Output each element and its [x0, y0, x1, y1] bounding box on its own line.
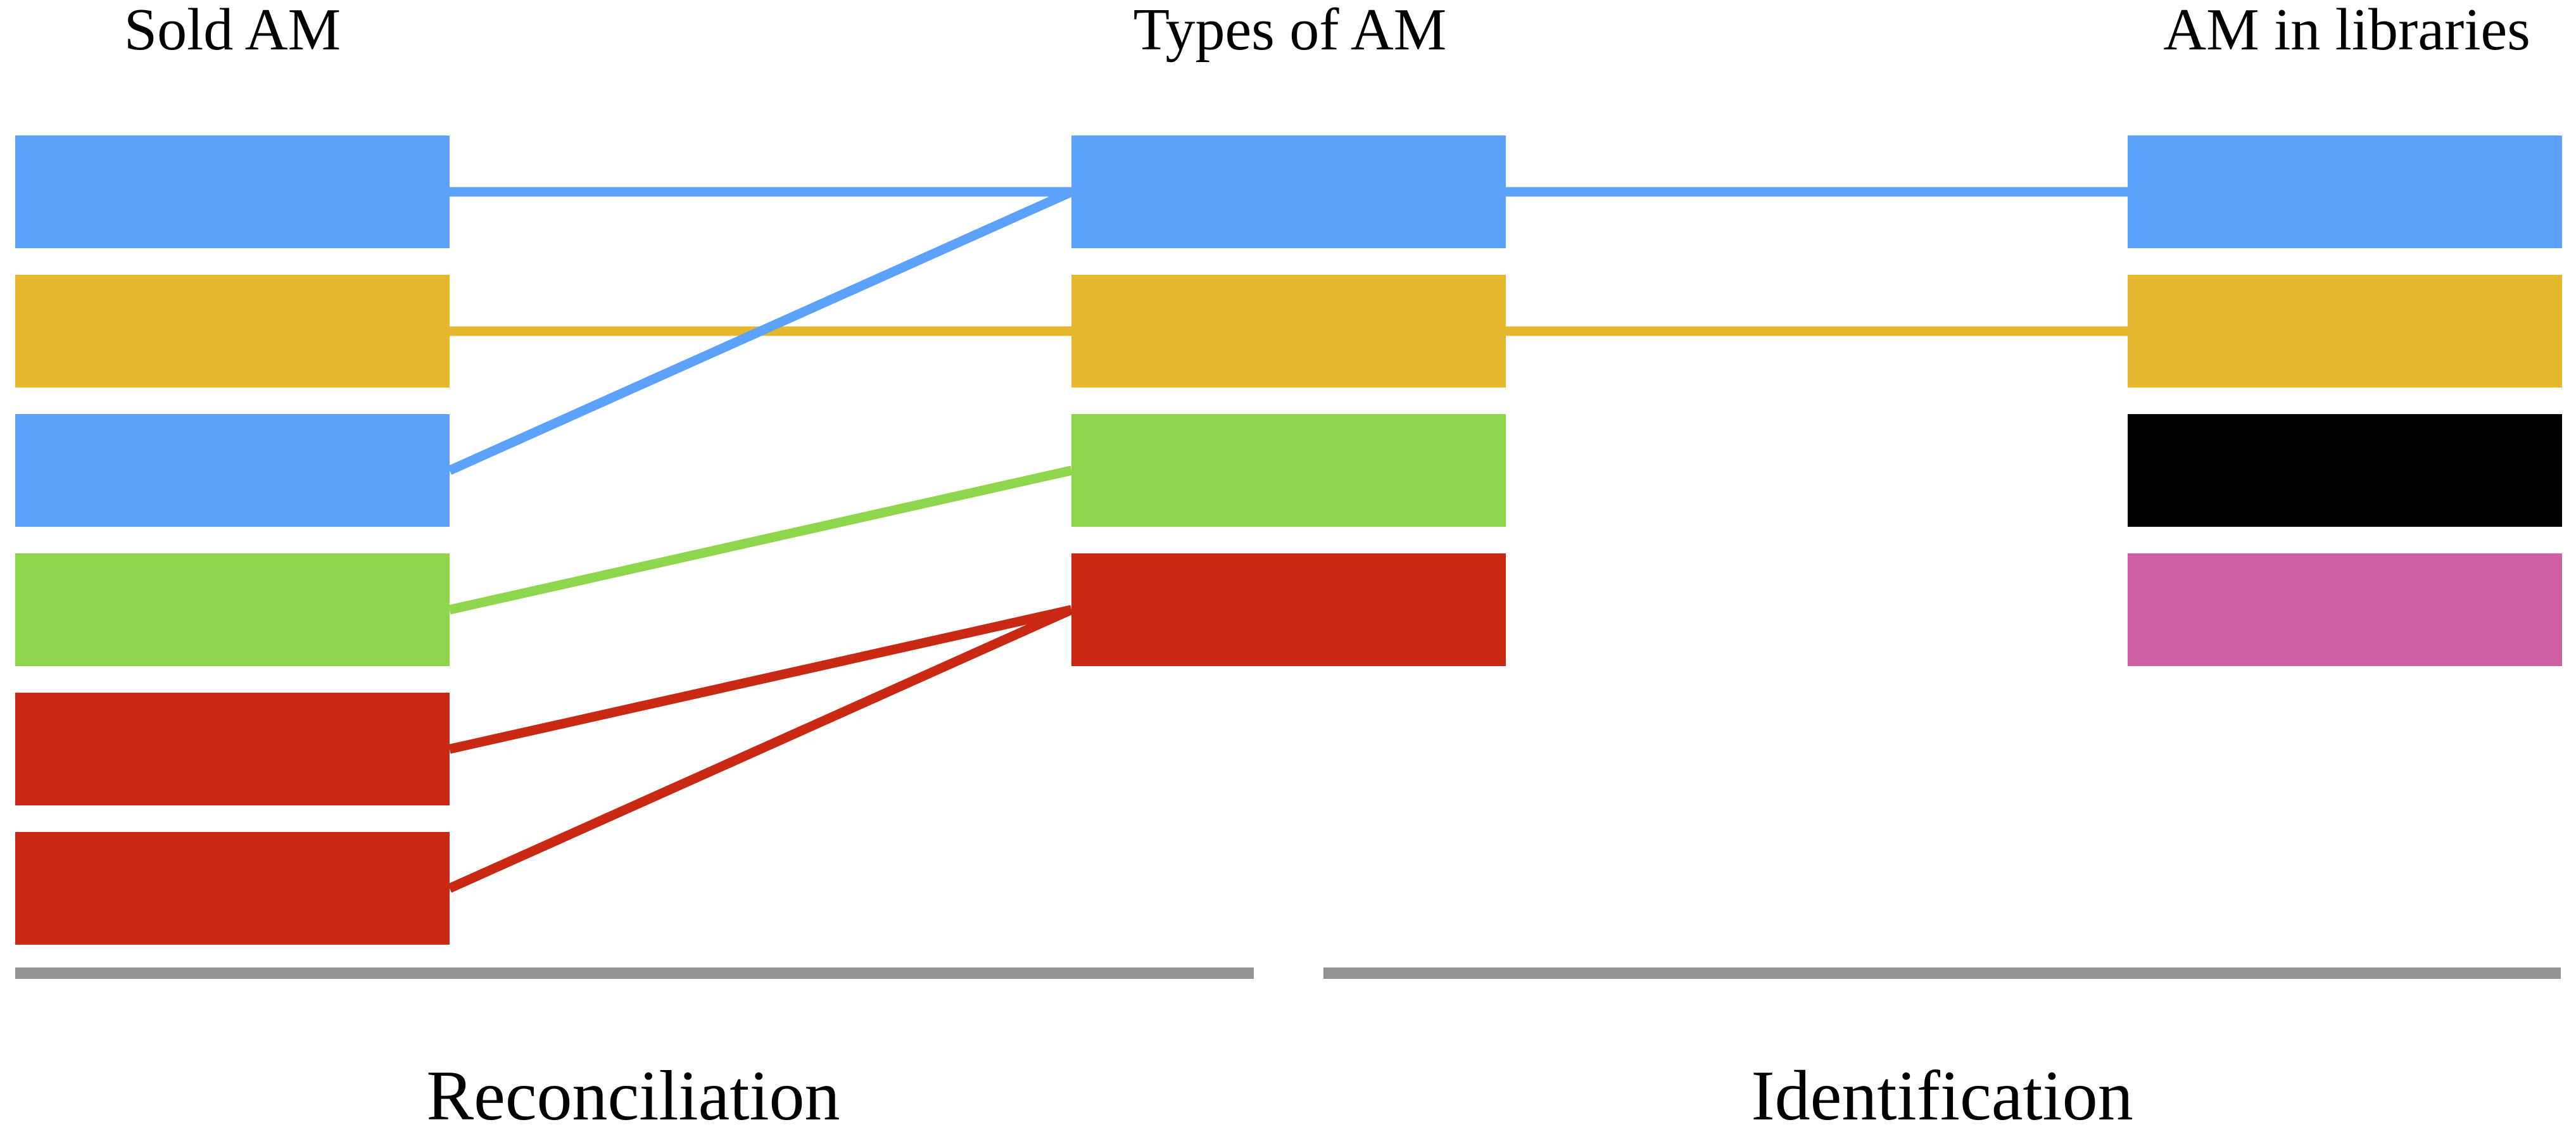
sold-am-box-5-red: [15, 693, 450, 805]
links-layer: [447, 187, 2128, 893]
reconciliation-label: Reconciliation: [426, 1057, 840, 1134]
link-5-red: [448, 605, 1073, 754]
sold-am-box-4-green: [15, 553, 450, 666]
types-of-am-box-2-yellow: [1071, 275, 1506, 387]
sold-am-box-3-blue: [15, 414, 450, 527]
boxes-layer: [15, 135, 2562, 945]
link-4-green: [448, 465, 1073, 615]
identification-label: Identification: [1751, 1057, 2133, 1134]
types-of-am-box-1-blue: [1071, 135, 1506, 248]
am-in-libraries-box-4-pink: [2128, 553, 2562, 666]
am-in-libraries-box-2-yellow: [2128, 275, 2562, 387]
column-title-sold-am: Sold AM: [124, 0, 341, 63]
types-of-am-box-3-green: [1071, 414, 1506, 527]
link-3-blue: [447, 187, 1074, 475]
sold-am-box-1-blue: [15, 135, 450, 248]
column-title-am-in-libraries: AM in libraries: [2163, 0, 2530, 63]
am-in-libraries-box-1-blue: [2128, 135, 2562, 248]
sold-am-box-6-red: [15, 832, 450, 945]
am-in-libraries-box-3-black: [2128, 414, 2562, 527]
types-of-am-box-4-red: [1071, 553, 1506, 666]
column-title-types-of-am: Types of AM: [1133, 0, 1447, 63]
link-6-red: [447, 605, 1074, 893]
sold-am-box-2-yellow: [15, 275, 450, 387]
